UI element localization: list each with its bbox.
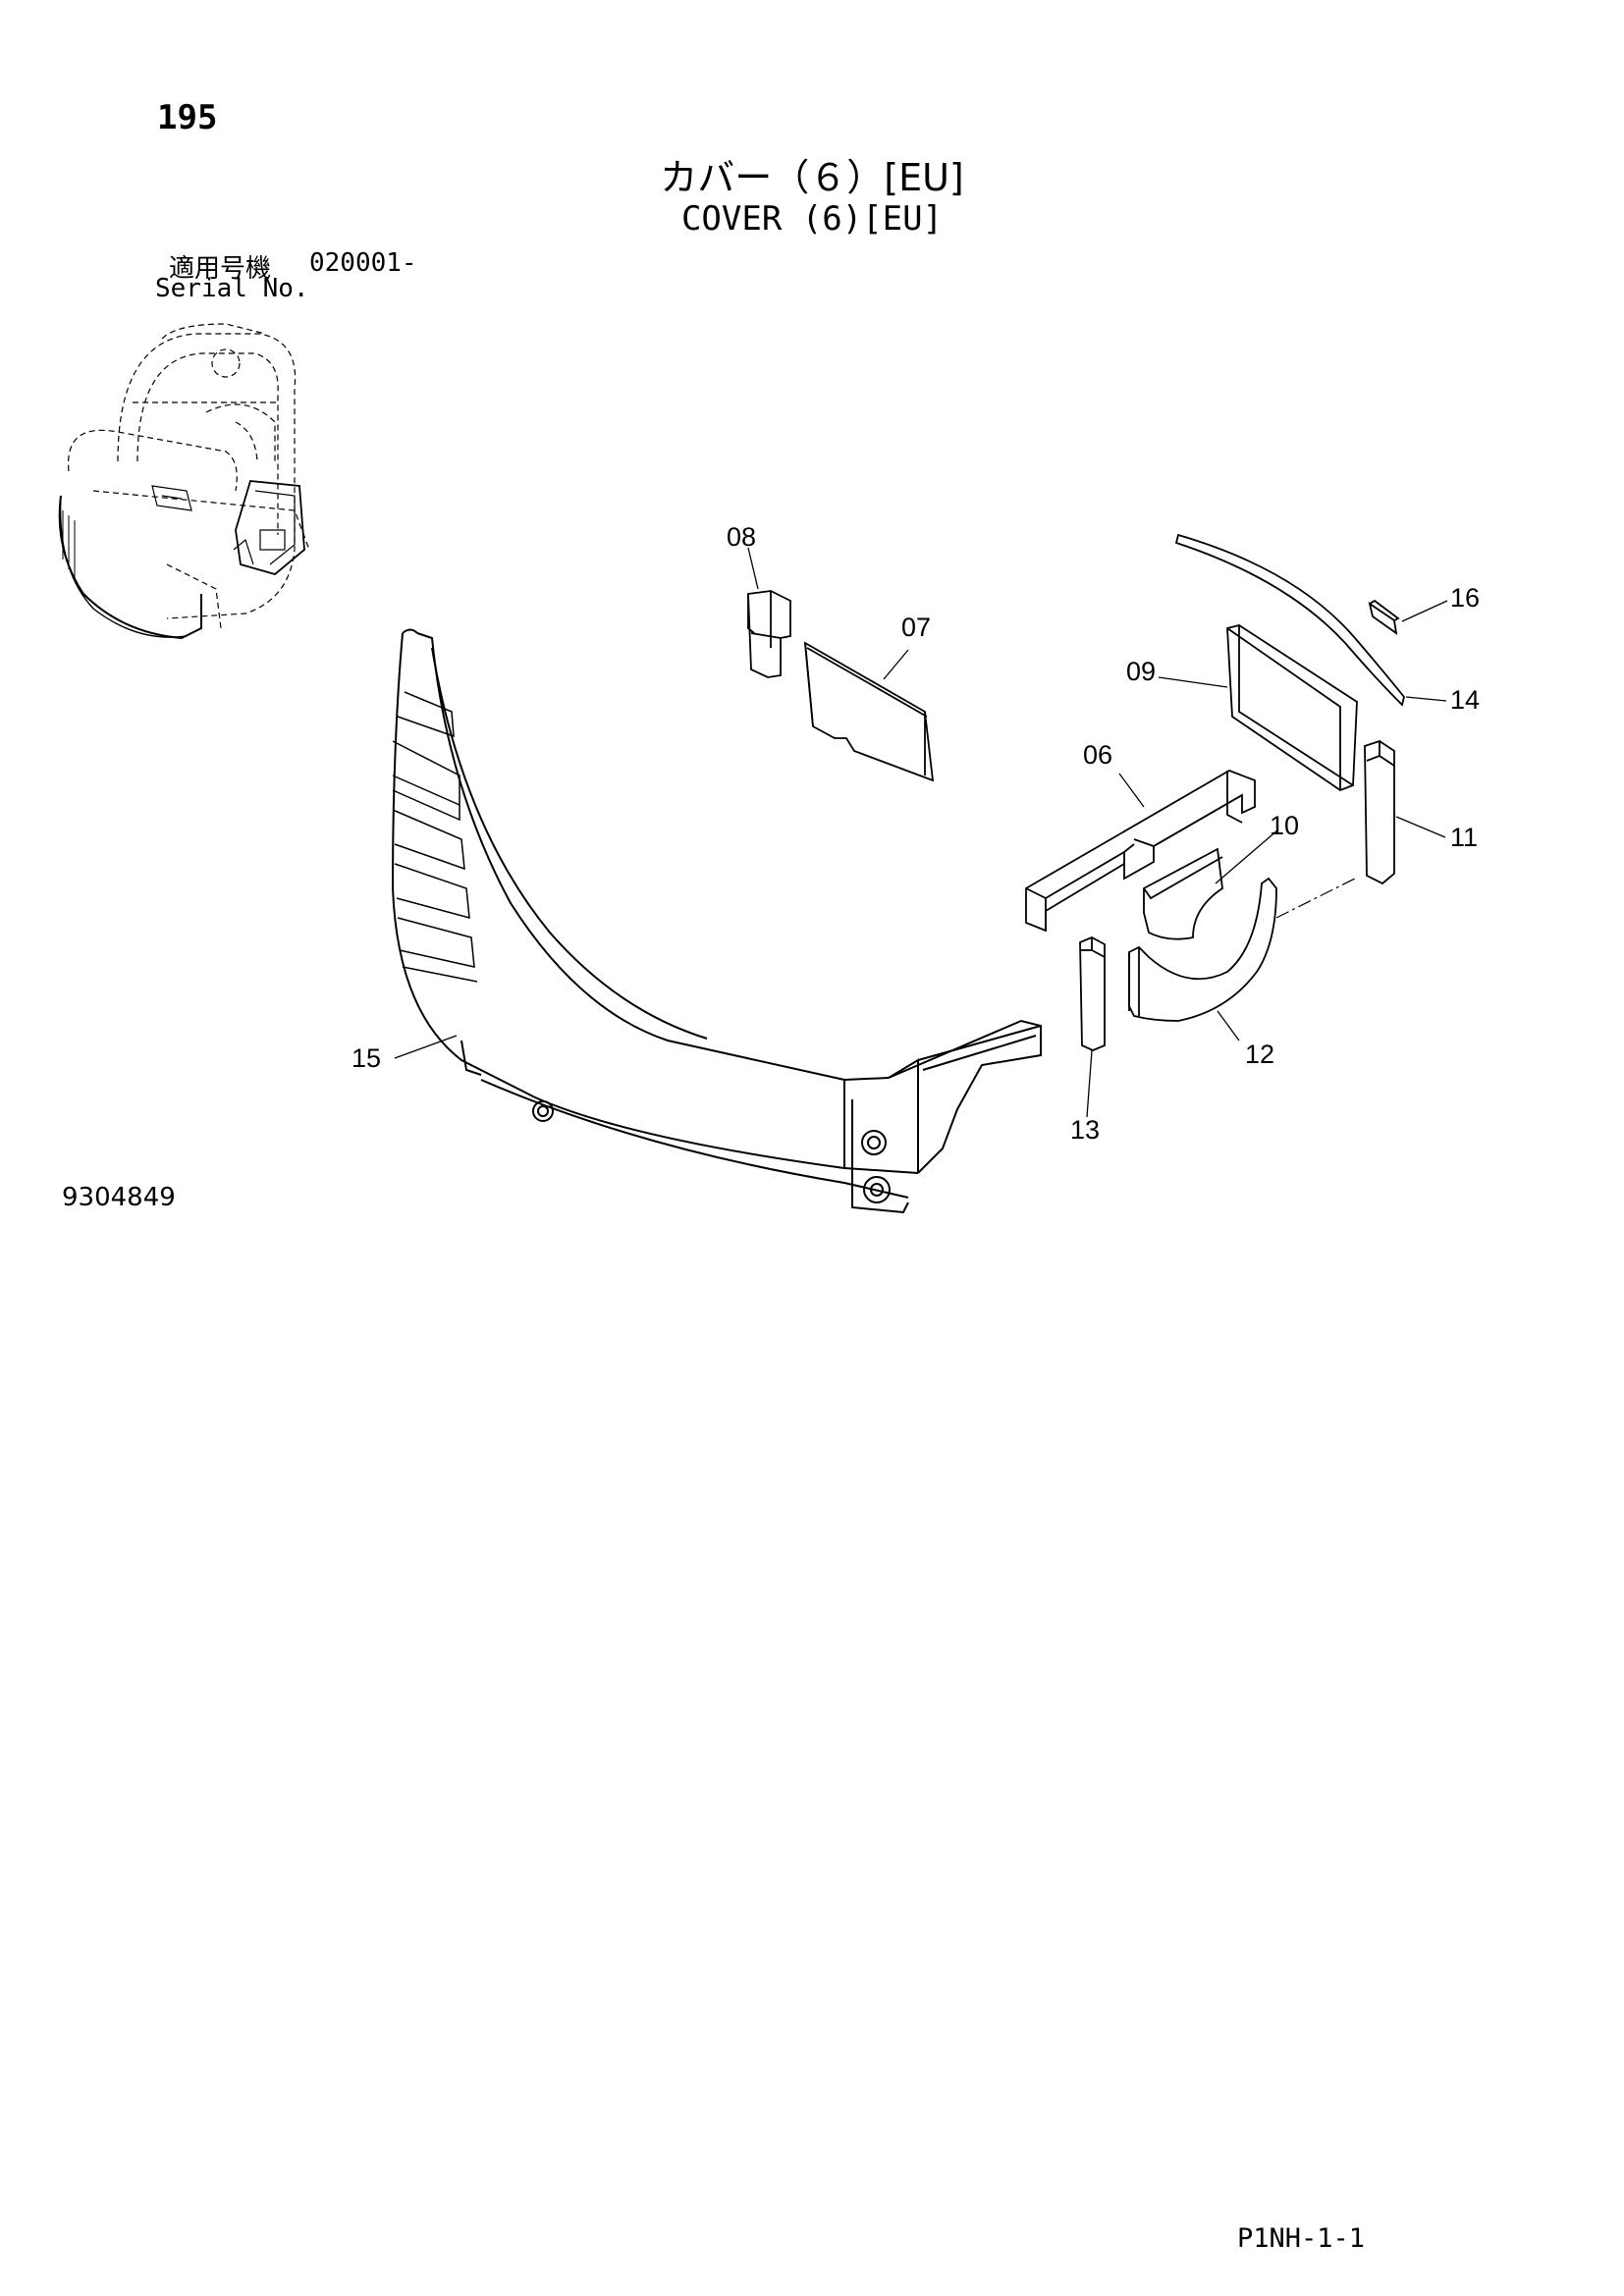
page-code: P1NH-1-1 <box>1237 2223 1366 2254</box>
part-13-foam-block <box>1079 936 1106 1051</box>
title-japanese: カバー（６）[EU] <box>660 156 964 199</box>
callout-15: 15 <box>352 1043 381 1073</box>
part-14-seal-strip <box>1174 533 1405 707</box>
callout-08: 08 <box>727 522 756 552</box>
part-15-cover-body <box>391 628 1042 1214</box>
drawing-number: 9304849 <box>62 1183 176 1212</box>
leader-lines <box>394 547 1448 1118</box>
part-06-foam-frame <box>1025 770 1256 933</box>
alignment-line <box>1275 878 1356 919</box>
callout-16: 16 <box>1450 583 1480 613</box>
serial-label-english: Serial No. <box>155 274 309 303</box>
callout-13: 13 <box>1070 1115 1100 1145</box>
callout-11: 11 <box>1450 823 1478 852</box>
callout-12: 12 <box>1245 1040 1274 1069</box>
part-09-foam-panel <box>1226 624 1358 792</box>
serial-label-japanese: 適用号機 <box>169 254 272 284</box>
part-10-curved-pad <box>1143 847 1223 940</box>
page-number: 195 <box>157 98 218 137</box>
part-11-foam-strip <box>1364 740 1395 885</box>
serial-number-value: 020001- <box>309 248 417 278</box>
callout-14: 14 <box>1450 685 1480 715</box>
part-12-curved-seal <box>1128 877 1277 1022</box>
part-16-small-pad <box>1368 599 1400 635</box>
title-english: COVER (6)[EU] <box>680 199 944 239</box>
part-07-foam-pad <box>803 641 935 782</box>
callout-09: 09 <box>1126 657 1156 686</box>
callout-07: 07 <box>901 613 931 642</box>
machine-locator-thumbnail <box>58 323 310 640</box>
part-15-grille-slats <box>392 691 478 983</box>
callout-10: 10 <box>1270 811 1299 840</box>
callout-06: 06 <box>1083 740 1112 770</box>
part-08-foam-block <box>747 590 791 678</box>
